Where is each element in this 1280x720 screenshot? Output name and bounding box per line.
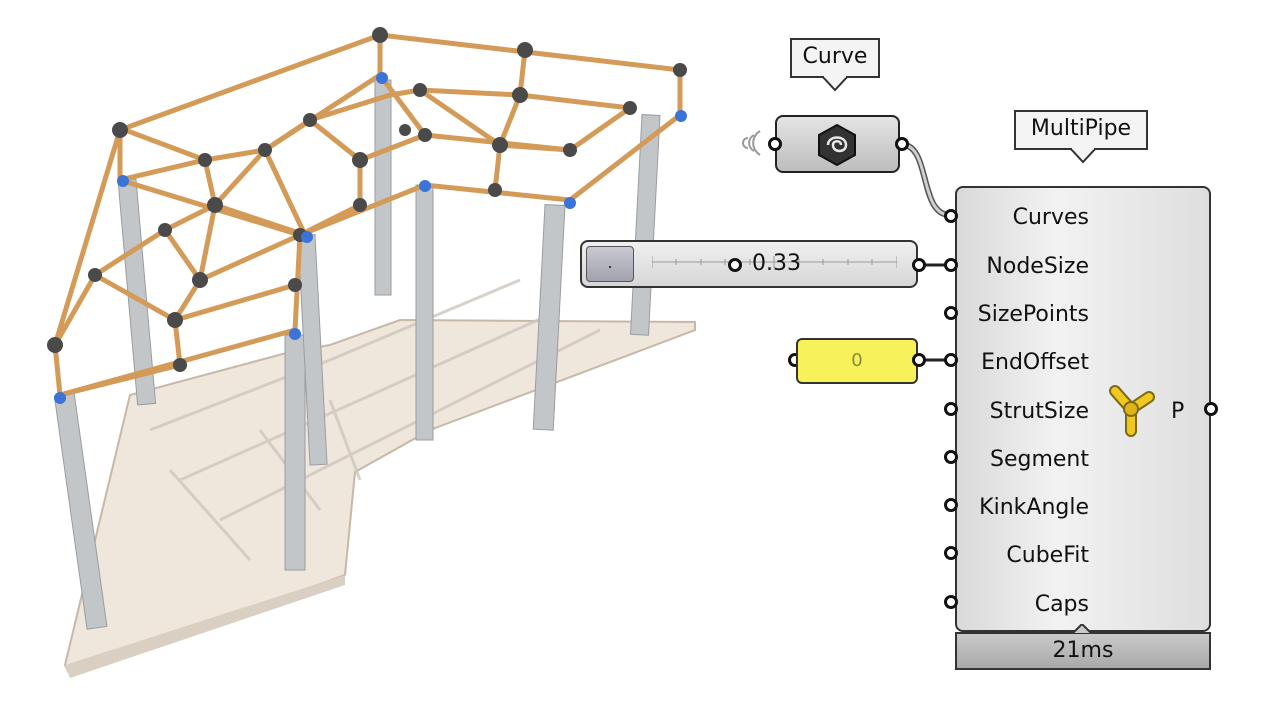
- curve-label-text: Curve: [802, 44, 868, 69]
- port-endoffset[interactable]: [944, 353, 958, 367]
- slider-output-port[interactable]: [912, 258, 926, 272]
- wire-curve-to-curves: [903, 142, 951, 218]
- slider-ticks: [652, 256, 897, 268]
- panel-value: 0: [851, 350, 863, 371]
- input-curves: Curves: [1012, 205, 1089, 230]
- timer-value: 21ms: [1052, 638, 1114, 663]
- port-segment[interactable]: [944, 450, 958, 464]
- curve-label-tail: [822, 76, 848, 92]
- curve-label: Curve: [790, 38, 880, 78]
- port-kinkangle[interactable]: [944, 498, 958, 512]
- input-sizepoints: SizePoints: [977, 302, 1089, 327]
- input-strutsize: StrutSize: [989, 399, 1089, 424]
- timer-notch: [1072, 624, 1092, 634]
- floor-slab: [63, 318, 696, 677]
- multipipe-label: MultiPipe: [1014, 110, 1148, 150]
- wire-curve-to-curves-inner: [904, 143, 951, 217]
- number-slider[interactable]: . 0.33: [580, 240, 918, 288]
- input-cubefit: CubeFit: [1006, 543, 1089, 568]
- curve-param-output-port[interactable]: [895, 137, 909, 151]
- curve-param-component[interactable]: [775, 115, 900, 173]
- nodes: [47, 27, 687, 372]
- port-output-p[interactable]: [1204, 402, 1218, 416]
- input-nodesize: NodeSize: [986, 254, 1089, 279]
- port-curves[interactable]: [944, 209, 958, 223]
- output-p: P: [1171, 399, 1185, 424]
- floor-edge: [65, 575, 345, 678]
- timer-bar: 21ms: [955, 632, 1211, 670]
- port-nodesize[interactable]: [944, 258, 958, 272]
- pavilion-render: [47, 27, 696, 678]
- slider-grip-label: .: [607, 252, 613, 272]
- curve-param-input-port[interactable]: [768, 137, 782, 151]
- curve-param-icon: [818, 123, 856, 167]
- port-strutsize[interactable]: [944, 402, 958, 416]
- slider-knob[interactable]: [728, 258, 742, 272]
- panel-output-port[interactable]: [912, 353, 926, 367]
- input-kinkangle: KinkAngle: [979, 495, 1089, 520]
- multipipe-label-tail: [1070, 148, 1096, 164]
- port-caps[interactable]: [944, 595, 958, 609]
- multipipe-icon: [1109, 385, 1155, 437]
- port-cubefit[interactable]: [944, 546, 958, 560]
- input-segment: Segment: [990, 447, 1089, 472]
- wireless-icon: [742, 130, 761, 156]
- input-endoffset: EndOffset: [981, 350, 1089, 375]
- column-caps: [54, 72, 687, 404]
- input-caps: Caps: [1034, 592, 1089, 617]
- value-panel[interactable]: 0: [796, 338, 918, 384]
- port-sizepoints[interactable]: [944, 306, 958, 320]
- multipipe-label-text: MultiPipe: [1030, 116, 1132, 141]
- slider-value: 0.33: [752, 251, 801, 276]
- multipipe-component[interactable]: Curves NodeSize SizePoints EndOffset Str…: [955, 186, 1211, 632]
- slider-grip[interactable]: .: [586, 246, 634, 282]
